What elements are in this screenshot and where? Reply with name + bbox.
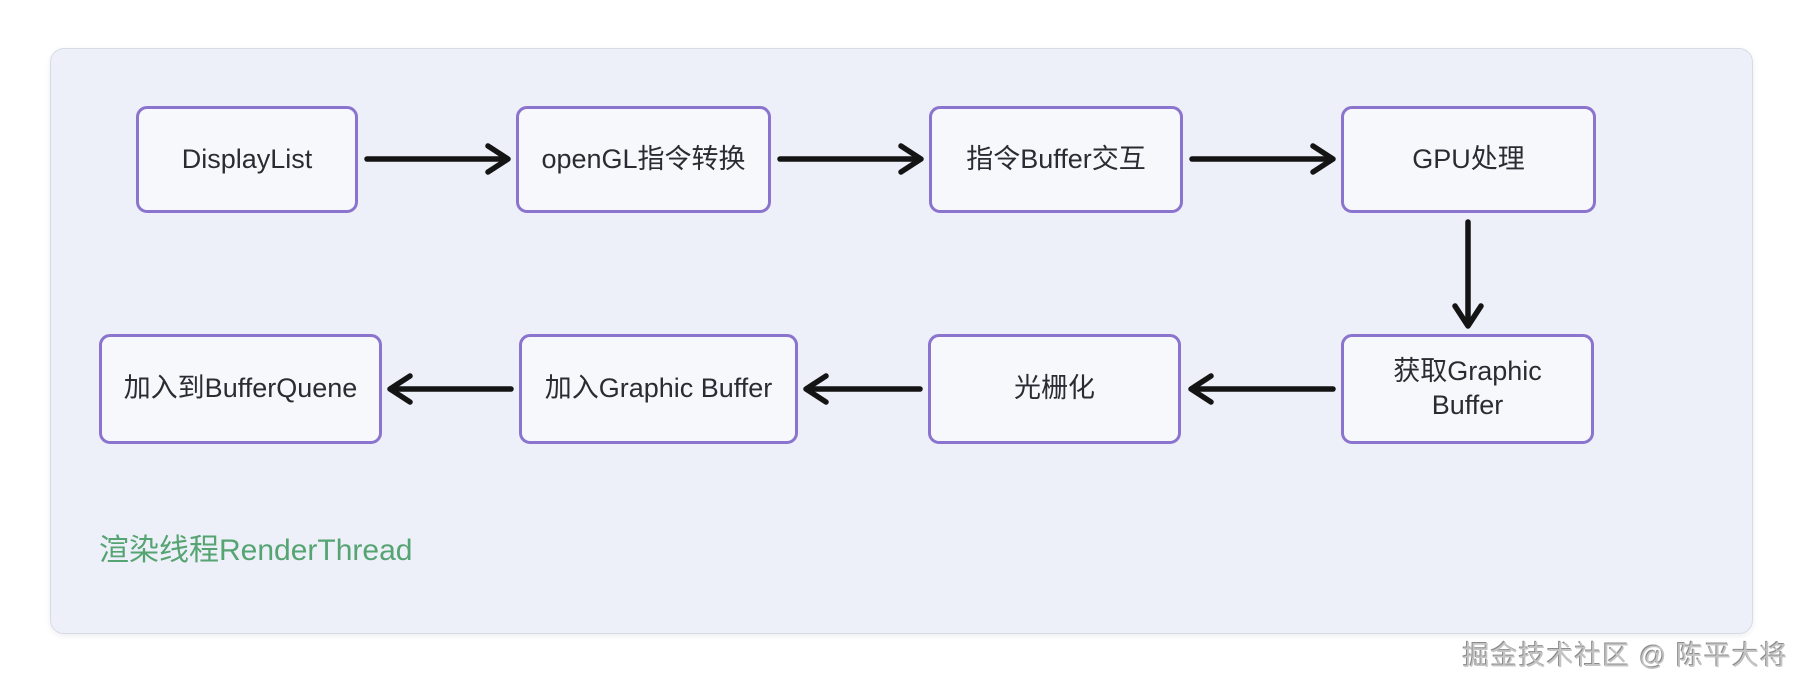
watermark-text: 掘金技术社区 @ 陈平大将 <box>1462 641 1788 671</box>
node-get-graphic-buffer: 获取Graphic Buffer <box>1341 334 1594 444</box>
node-label: 指令Buffer交互 <box>966 143 1146 174</box>
node-label: 加入到BufferQuene <box>123 373 358 404</box>
node-label: openGL指令转换 <box>541 143 746 174</box>
arrow-displaylist-to-opengl <box>364 143 511 175</box>
arrow-opengl-to-buffer-exchange <box>777 143 924 175</box>
node-opengl-convert: openGL指令转换 <box>516 106 771 213</box>
render-thread-panel: DisplayList openGL指令转换 指令Buffer交互 GPU处理 … <box>50 48 1753 634</box>
node-add-bufferquene: 加入到BufferQuene <box>99 334 382 444</box>
render-thread-caption: 渲染线程RenderThread <box>99 534 413 567</box>
arrow-add-graphic-buffer-to-add-bufferquene <box>387 373 514 405</box>
node-label: GPU处理 <box>1412 143 1525 174</box>
node-gpu-process: GPU处理 <box>1341 106 1596 213</box>
node-displaylist: DisplayList <box>136 106 358 213</box>
node-rasterize: 光栅化 <box>928 334 1181 444</box>
arrow-get-graphic-buffer-to-rasterize <box>1188 373 1336 405</box>
arrow-buffer-exchange-to-gpu <box>1189 143 1336 175</box>
arrow-rasterize-to-add-graphic-buffer <box>803 373 923 405</box>
node-label: DisplayList <box>181 143 313 174</box>
node-label: 获取Graphic Buffer <box>1393 356 1542 420</box>
node-buffer-exchange: 指令Buffer交互 <box>929 106 1183 213</box>
node-label: 加入Graphic Buffer <box>544 373 773 404</box>
arrow-gpu-to-get-graphic-buffer <box>1452 219 1484 329</box>
node-add-graphic-buffer: 加入Graphic Buffer <box>519 334 798 444</box>
node-label: 光栅化 <box>1014 373 1095 404</box>
